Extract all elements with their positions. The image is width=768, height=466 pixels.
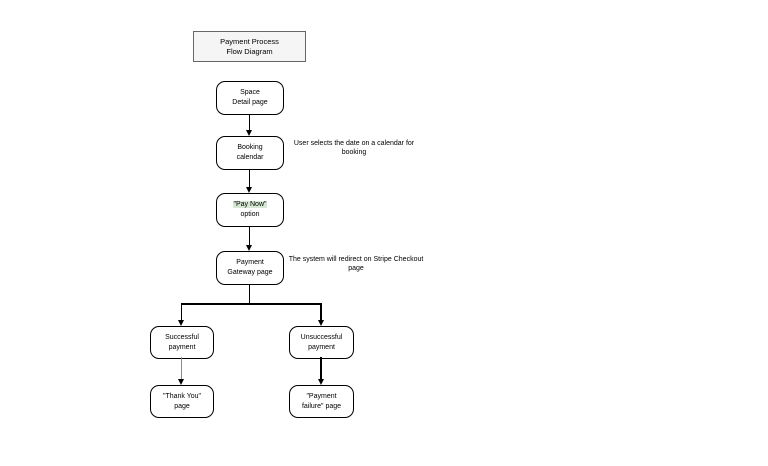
node-label: Successful: [165, 333, 199, 341]
node-label: Detail page: [232, 99, 268, 106]
node-label: Gateway page: [227, 269, 273, 276]
annotation-gateway-note: The system will redirect on Stripe Check…: [283, 255, 429, 273]
node-label: Payment: [236, 259, 264, 266]
diagram-title-line1: Payment Process: [220, 36, 279, 46]
annotation-line: page: [348, 265, 364, 272]
branch-horizontal-line: [181, 303, 321, 305]
branch-stem-line: [248, 284, 250, 304]
node-label: payment: [168, 343, 196, 351]
arrowhead-icon: [246, 187, 252, 193]
arrowhead-icon: [246, 245, 252, 251]
node-label: Unsuccessful: [300, 333, 343, 341]
branch-right-line: [320, 303, 322, 320]
node-space-detail-page: Space Detail page: [216, 81, 284, 115]
node-payment-gateway-page: Payment Gateway page: [216, 251, 284, 285]
node-label: "Thank You": [162, 392, 202, 400]
annotation-line: The system will redirect on Stripe Check…: [288, 256, 424, 263]
node-label: Space: [240, 89, 260, 96]
node-label: "Payment: [306, 392, 337, 400]
arrowhead-icon: [246, 130, 252, 136]
annotation-line: booking: [341, 149, 367, 156]
node-label: option: [240, 211, 260, 218]
node-booking-calendar: Booking calendar: [216, 136, 284, 170]
node-label: calendar: [236, 154, 264, 161]
annotation-booking-note: User selects the date on a calendar for …: [285, 139, 423, 157]
arrow-line: [248, 226, 250, 245]
node-thank-you-page: "Thank You" page: [150, 385, 214, 418]
node-payment-failure-page: "Payment failure" page: [289, 385, 354, 418]
diagram-title-box: Payment Process Flow Diagram: [193, 31, 306, 62]
diagram-title-line2: Flow Diagram: [226, 46, 273, 56]
arrow-line: [248, 114, 250, 130]
node-label: failure" page: [301, 402, 342, 410]
arrowhead-icon: [317, 320, 324, 326]
arrowhead-icon: [317, 379, 324, 385]
node-label: Booking: [237, 144, 263, 151]
arrow-line-thin: [181, 357, 182, 379]
node-label: page: [174, 402, 190, 410]
node-successful-payment: Successful payment: [150, 326, 214, 359]
branch-left-line: [180, 303, 182, 320]
node-label: payment: [308, 343, 335, 351]
arrow-line: [320, 357, 322, 379]
node-unsuccessful-payment: Unsuccessful payment: [289, 326, 354, 359]
arrowhead-icon: [178, 320, 184, 326]
arrow-line: [248, 169, 250, 187]
node-pay-now-option: "Pay Now" option: [216, 193, 284, 227]
annotation-line: User selects the date on a calendar for: [293, 140, 415, 147]
highlighted-text: "Pay Now": [232, 201, 268, 208]
arrowhead-icon: [178, 379, 184, 385]
